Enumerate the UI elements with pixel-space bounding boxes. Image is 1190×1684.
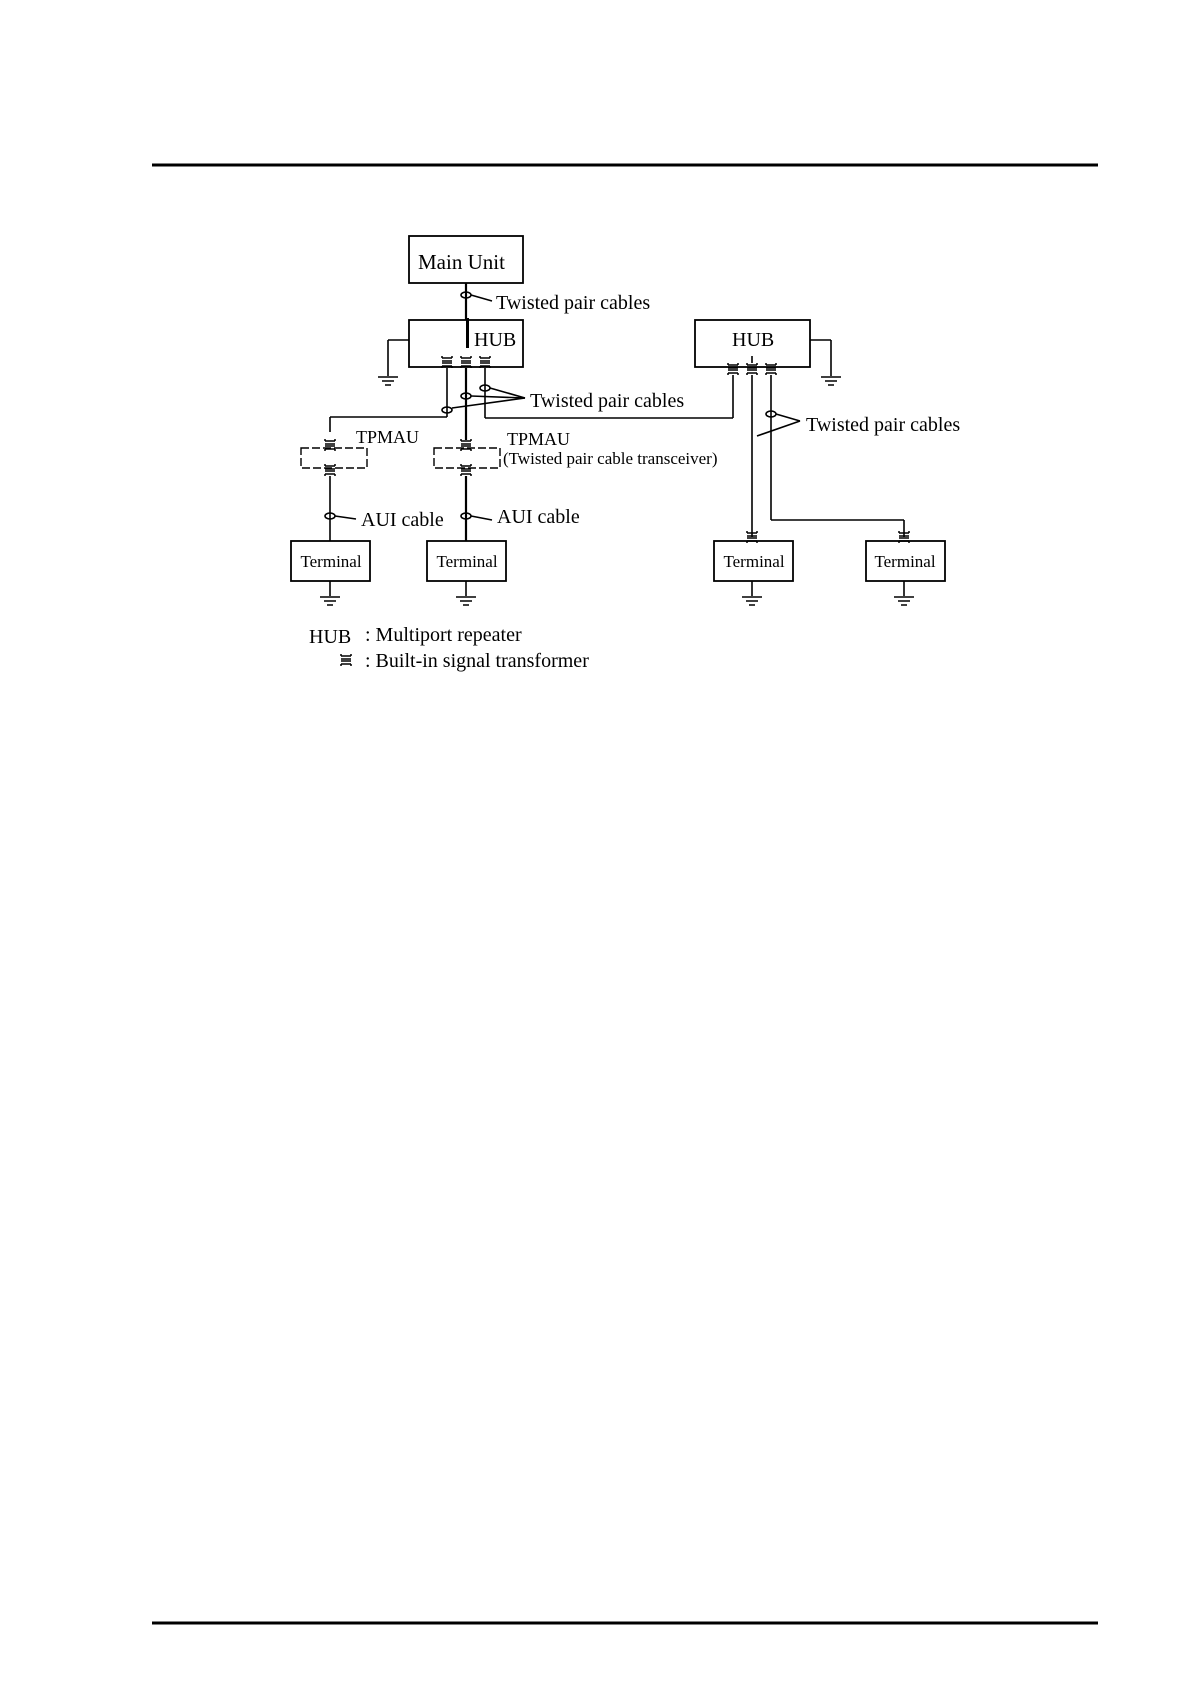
legend-hub-term: HUB [309, 626, 351, 648]
tpmau-left-label: TPMAU [356, 427, 419, 447]
ground-icon [378, 377, 398, 385]
terminal-label: Terminal [874, 552, 935, 571]
terminal-4: Terminal [866, 531, 945, 605]
hub-left: HUB [378, 318, 523, 385]
ground-icon [894, 597, 914, 605]
transformer-icon [747, 363, 757, 375]
cable-label-top: Twisted pair cables [496, 292, 650, 314]
tpmau-left: TPMAU [301, 427, 419, 476]
cable-label-right: Twisted pair cables [806, 414, 960, 436]
leader-line [471, 516, 492, 520]
legend-transformer-desc: : Built-in signal transformer [365, 650, 589, 672]
leader-line [776, 414, 800, 421]
leader-line [471, 295, 492, 301]
ground-icon [742, 597, 762, 605]
hub-right-label: HUB [732, 329, 774, 351]
cable-label-middle: Twisted pair cables [530, 390, 684, 412]
hub-right: HUB [695, 320, 841, 385]
terminal-label: Terminal [723, 552, 784, 571]
aui-cable-left-label: AUI cable [361, 509, 444, 531]
aui-cable-right-label: AUI cable [497, 506, 580, 528]
tpmau-right-label: TPMAU [507, 429, 570, 449]
terminal-3: Terminal [714, 531, 793, 605]
terminal-label: Terminal [300, 552, 361, 571]
main-unit-box: Main Unit [409, 236, 523, 283]
main-unit-label: Main Unit [418, 250, 505, 274]
legend: HUB : Multiport repeater : Built-in sign… [309, 624, 589, 672]
ground-icon [320, 597, 340, 605]
legend-hub-desc: : Multiport repeater [365, 624, 522, 646]
ground-icon [456, 597, 476, 605]
ground-icon [821, 377, 841, 385]
terminal-1: Terminal [291, 541, 370, 605]
leader-line [452, 398, 525, 408]
tpmau-right: TPMAU (Twisted pair cable transceiver) [434, 429, 718, 476]
transformer-icon [325, 464, 335, 476]
terminal-2: Terminal [427, 541, 506, 605]
leader-line [335, 516, 356, 519]
tpmau-description: (Twisted pair cable transceiver) [503, 449, 718, 468]
transformer-icon [461, 464, 471, 476]
terminal-label: Terminal [436, 552, 497, 571]
transformer-icon [325, 439, 335, 451]
transformer-icon [341, 654, 351, 666]
transformer-icon [461, 439, 471, 451]
hub-left-label: HUB [474, 329, 516, 351]
transformer-icon [766, 363, 776, 375]
leader-line [757, 421, 800, 436]
transformer-icon [728, 363, 738, 375]
